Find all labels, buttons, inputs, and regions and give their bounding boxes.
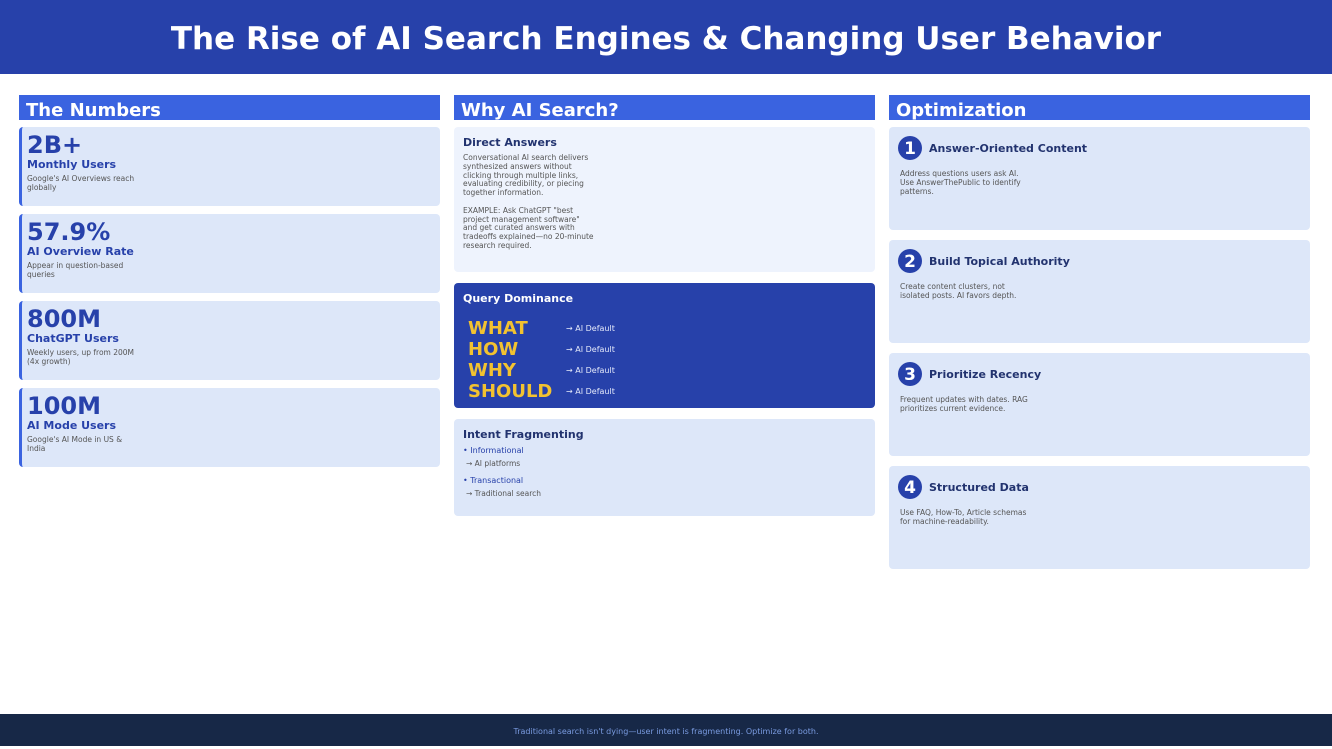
direct-answers-title: Direct Answers	[463, 136, 557, 149]
optimization-card: 1 Answer-Oriented Content Address questi…	[889, 127, 1310, 230]
query-word: WHY	[468, 360, 516, 381]
stat-label: AI Mode Users	[27, 419, 117, 432]
optimization-title: Structured Data	[929, 481, 1029, 494]
optimization-body: Create content clusters, not isolated po…	[900, 282, 1017, 300]
intent-type: • Transactional	[463, 476, 524, 485]
stat-label: Monthly Users	[27, 158, 117, 171]
section-heading-why: Why AI Search?	[454, 95, 875, 120]
stat-card: 100M AI Mode Users Google's AI Mode in U…	[19, 388, 440, 467]
query-result: → AI Default	[566, 387, 615, 396]
intent-type: • Informational	[463, 446, 524, 455]
stat-desc: Weekly users, up from 200M (4x growth)	[27, 348, 135, 366]
optimization-card: 4 Structured Data Use FAQ, How-To, Artic…	[889, 466, 1310, 569]
optimization-card: 3 Prioritize Recency Frequent updates wi…	[889, 353, 1310, 456]
stat-desc: Google's AI Overviews reach globally	[27, 174, 135, 192]
optimization-body: Use FAQ, How-To, Article schemas for mac…	[900, 508, 1027, 526]
query-row: SHOULD → AI Default	[468, 381, 768, 402]
section-heading-optimization: Optimization	[889, 95, 1310, 120]
page-title: The Rise of AI Search Engines & Changing…	[0, 0, 1332, 74]
intent-dest: → AI platforms	[466, 459, 521, 468]
query-row: WHY → AI Default	[468, 360, 768, 381]
stat-desc: Appear in question-based queries	[27, 261, 124, 279]
optimization-card: 2 Build Topical Authority Create content…	[889, 240, 1310, 343]
query-result: → AI Default	[566, 366, 615, 375]
stat-label: ChatGPT Users	[27, 332, 119, 345]
step-number-badge: 2	[898, 249, 922, 273]
query-row: WHAT → AI Default	[468, 318, 768, 339]
stat-value: 57.9%	[27, 218, 111, 246]
optimization-title: Prioritize Recency	[929, 368, 1042, 381]
section-heading-numbers: The Numbers	[19, 95, 440, 120]
stat-value: 100M	[27, 392, 101, 420]
step-number-badge: 4	[898, 475, 922, 499]
footer-text: Traditional search isn't dying—user inte…	[0, 714, 1332, 746]
direct-answers-card: Direct Answers Conversational AI search …	[454, 127, 875, 272]
query-dominance-title: Query Dominance	[463, 292, 574, 305]
direct-answers-body: Conversational AI search delivers synthe…	[463, 153, 594, 250]
stat-value: 2B+	[27, 131, 83, 159]
step-number-badge: 3	[898, 362, 922, 386]
stat-desc: Google's AI Mode in US & India	[27, 435, 123, 453]
stat-label: AI Overview Rate	[27, 245, 134, 258]
query-result: → AI Default	[566, 324, 615, 333]
query-word: WHAT	[468, 318, 528, 339]
intent-fragmenting-card: Intent Fragmenting • Informational → AI …	[454, 419, 875, 516]
query-dominance-card: Query Dominance WHAT → AI Default HOW → AI…	[454, 283, 875, 408]
step-number-badge: 1	[898, 136, 922, 160]
query-word: SHOULD	[468, 381, 553, 402]
optimization-body: Frequent updates with dates. RAG priorit…	[900, 395, 1028, 413]
intent-dest: → Traditional search	[466, 489, 542, 498]
query-row: HOW → AI Default	[468, 339, 768, 360]
query-word: HOW	[468, 339, 519, 360]
optimization-title: Build Topical Authority	[929, 255, 1070, 268]
stat-card: 57.9% AI Overview Rate Appear in questio…	[19, 214, 440, 293]
stat-value: 800M	[27, 305, 101, 333]
optimization-body: Address questions users ask AI. Use Answ…	[900, 169, 1021, 196]
intent-title: Intent Fragmenting	[463, 428, 584, 441]
stat-card: 800M ChatGPT Users Weekly users, up from…	[19, 301, 440, 380]
query-result: → AI Default	[566, 345, 615, 354]
stat-card: 2B+ Monthly Users Google's AI Overviews …	[19, 127, 440, 206]
optimization-title: Answer-Oriented Content	[929, 142, 1088, 155]
